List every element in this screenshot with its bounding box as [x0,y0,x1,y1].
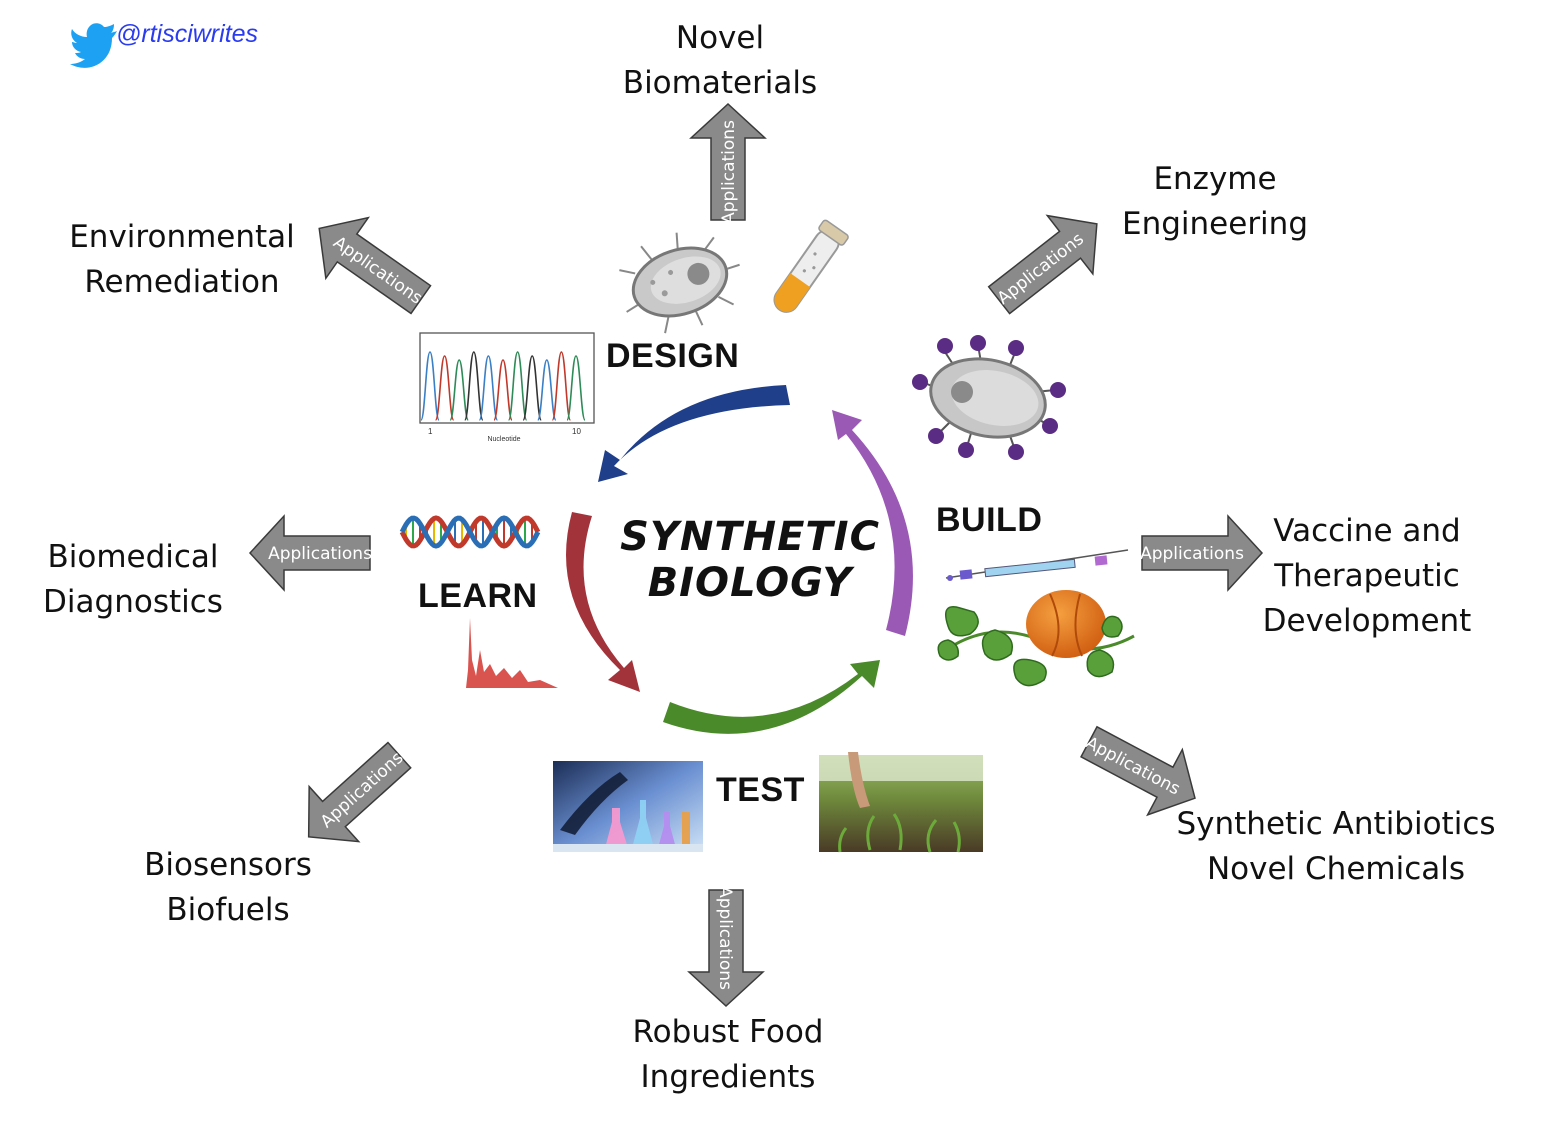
chromatogram-axis-start: 1 [428,427,433,436]
arrow-label: Applications [329,233,426,309]
title-line-2: BIOLOGY [647,560,853,606]
arrow-label: Applications [268,544,372,564]
app-line: Synthetic Antibiotics [1176,806,1496,842]
phase-label-learn: LEARN [418,577,538,615]
spectrum-peaks-icon [450,618,558,688]
arrow-shape [248,514,371,592]
crop-field-photo [819,752,983,853]
arrow-shape [318,216,432,315]
chromatogram-icon: 1 10 Nucleotide [419,332,595,443]
chromatogram-axis-label: Nucleotide [487,436,520,443]
chromatogram-peak [493,359,513,421]
learn-cycle-arrow [566,512,640,692]
title-line-1: SYNTHETIC [620,514,880,560]
arrow-label: Applications [715,886,735,990]
app-line: Biofuels [166,892,290,928]
app-line: Biosensors [144,847,312,883]
arrow-label: Applications [317,748,408,832]
arrow-label: Applications [719,120,739,224]
arrow-shape [307,741,412,843]
application-novel-biomaterials: Novel Biomaterials [590,16,850,106]
application-environmental-remediation: Environmental Remediation [50,215,314,305]
app-line: Ingredients [640,1059,816,1095]
app-line: Biomaterials [622,65,818,101]
app-line: Robust Food [632,1014,824,1050]
application-biomedical-diagnostics: Biomedical Diagnostics [26,535,240,625]
chromatogram-peak [464,351,484,421]
app-line: Vaccine and [1273,513,1461,549]
phase-label-design: DESIGN [606,337,740,375]
applications-arrow-top: Applications [689,102,767,224]
arrow-shape [689,102,767,221]
app-line: Environmental [69,219,295,255]
chromatogram-axis-end: 10 [572,427,581,436]
test-tube-icon [773,219,849,313]
test-cycle-arrow [663,660,880,734]
arrow-shape [687,889,765,1008]
app-line: Novel [675,20,765,56]
arrow-shape [987,214,1098,315]
applications-arrow-bottom: Applications [687,886,765,1008]
twitter-handle[interactable]: @rtisciwrites [116,20,259,48]
app-line: Biomedical [47,539,219,575]
design-cycle-arrow [598,385,790,482]
arrow-label: Applications [1140,544,1244,564]
application-enzyme-engineering: Enzyme Engineering [1090,157,1340,247]
plasmid-construct-icon [945,549,1129,581]
chromatogram-peak [507,351,528,421]
app-line: Development [1262,603,1472,639]
lab-glassware-photo [553,761,703,852]
chromatogram-peak [566,355,586,421]
chromatogram-peak [522,355,542,421]
phase-label-test: TEST [716,771,805,809]
dna-helix-icon [399,515,541,549]
chromatogram-peak [551,351,572,421]
app-line: Novel Chemicals [1206,851,1466,887]
app-line: Engineering [1122,206,1308,242]
chromatogram-peak [537,359,557,421]
pumpkin-plant-icon [937,590,1135,687]
app-line: Enzyme [1153,161,1277,197]
application-biosensors-biofuels: Biosensors Biofuels [108,843,348,933]
diagram-title: SYNTHETIC BIOLOGY [600,514,900,606]
applications-arrow-left: Applications [248,514,372,592]
bacterium-icon [619,232,740,334]
arrow-shape [1141,514,1264,592]
app-line: Therapeutic [1274,558,1460,594]
applications-arrow-right: Applications [1140,514,1264,592]
application-antibiotics-chemicals: Synthetic Antibiotics Novel Chemicals [1164,802,1508,892]
applications-arrow-top-left: Applications [318,216,432,315]
arrow-label: Applications [994,229,1088,309]
phase-label-build: BUILD [936,501,1043,539]
application-vaccine-therapeutic: Vaccine and Therapeutic Development [1236,509,1498,644]
twitter-bird-icon[interactable] [70,23,117,68]
app-line: Remediation [84,264,280,300]
chromatogram-peak [434,355,455,421]
chromatogram-peak [478,355,499,421]
arrow-shape [1080,725,1196,817]
build-cycle-arrow [832,410,913,636]
chromatogram-peak [449,359,469,421]
application-robust-food: Robust Food Ingredients [598,1010,858,1100]
engineered-cell-icon [912,335,1066,460]
chromatogram-peak [420,351,440,421]
app-line: Diagnostics [43,584,223,620]
